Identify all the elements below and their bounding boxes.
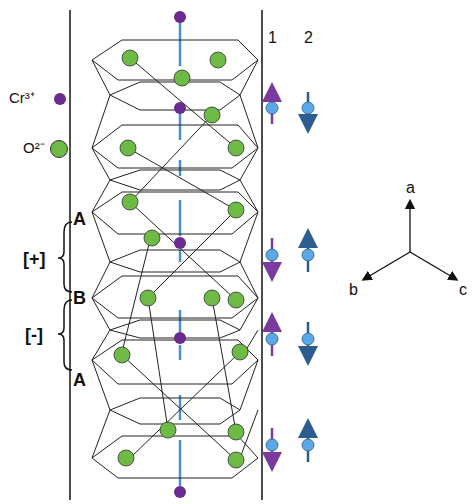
axis-label: a [405, 180, 416, 196]
layer-label: A [72, 371, 87, 389]
legend-text: O²⁻ [22, 140, 46, 155]
callout-number: 2 [303, 30, 314, 46]
bracket-label: [+] [22, 250, 47, 268]
layer-label: A [72, 210, 87, 228]
bracket-label: [-] [24, 326, 44, 344]
axis-label: c [458, 282, 468, 298]
legend-text: Cr³⁺ [8, 90, 36, 105]
callout-number: 1 [267, 30, 278, 46]
legend-swatch [54, 93, 66, 105]
legend-swatch [50, 140, 68, 158]
axis-label: b [348, 282, 359, 298]
layer-label: B [72, 289, 87, 307]
